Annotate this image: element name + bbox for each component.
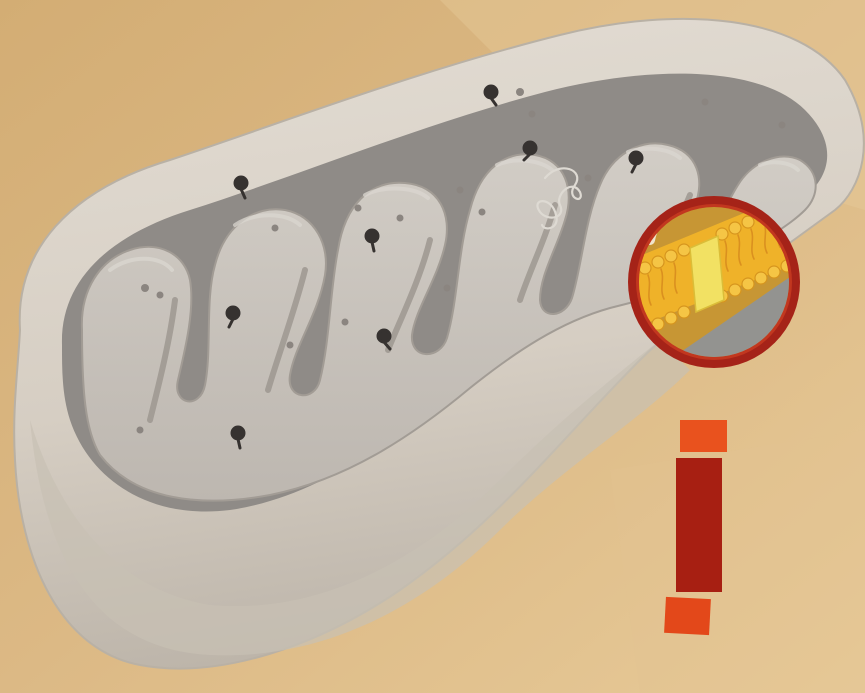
handle-cap	[664, 597, 711, 635]
background-light-patch-lower	[610, 430, 865, 693]
handle-collar	[680, 420, 727, 452]
handle-grip	[676, 458, 722, 592]
